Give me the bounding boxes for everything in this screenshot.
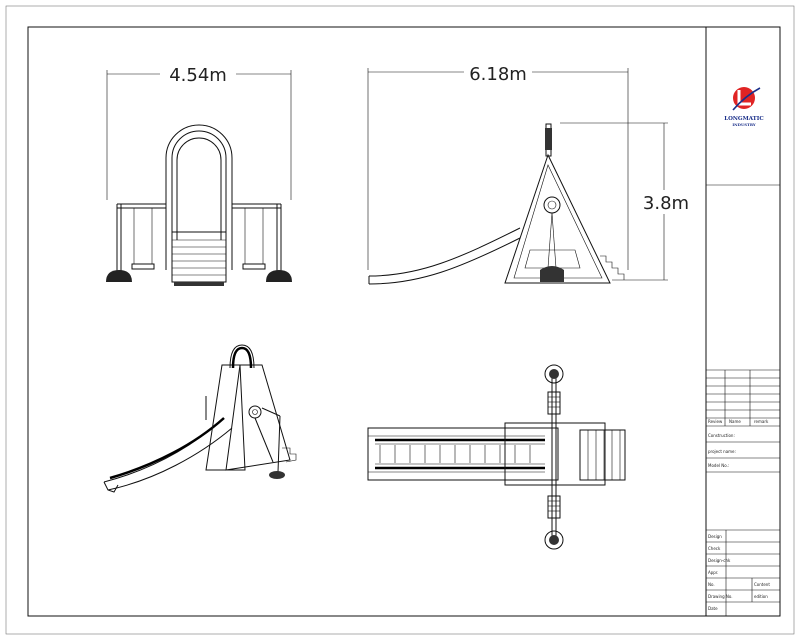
sign-design-check-label: Design-chk xyxy=(708,558,731,563)
top-stair-steps xyxy=(587,430,621,480)
sign-check-label: Check xyxy=(708,546,721,551)
front-width-label: 4.54m xyxy=(169,65,227,86)
side-height-label: 3.8m xyxy=(643,193,689,214)
perspective-view xyxy=(103,344,297,493)
rev-header-name: Name xyxy=(729,419,741,424)
top-slide-ribbing xyxy=(379,445,531,463)
model-no-label: Model No.: xyxy=(708,463,729,468)
front-view: 4.54m xyxy=(106,65,292,286)
side-length-dimension: 6.18m xyxy=(367,64,629,270)
top-slide-tracks xyxy=(375,438,545,470)
company-subtitle: INDUSTRY xyxy=(732,122,755,127)
outer-border xyxy=(5,5,795,635)
top-swing-seat-upper xyxy=(547,391,561,415)
side-length-label: 6.18m xyxy=(469,64,527,85)
project-info: Construction: project name: Model No.: xyxy=(706,433,780,473)
drawing-frame xyxy=(27,26,781,617)
rev-header-review: Review xyxy=(708,419,723,424)
side-height-dimension: 3.8m xyxy=(560,122,689,281)
sign-content-label: Content xyxy=(754,582,770,587)
sign-approve-label: Appr. xyxy=(708,570,718,575)
top-view xyxy=(367,364,626,550)
top-swing-seat-lower xyxy=(547,495,561,519)
construction-label: Construction: xyxy=(708,433,735,438)
sign-design-label: Design xyxy=(708,534,722,539)
sign-edition-label: edition xyxy=(754,594,768,599)
title-block: LONGMATIC INDUSTRY Review Name remark Co… xyxy=(706,87,780,616)
rev-header-remark: remark xyxy=(754,419,769,424)
front-width-dimension: 4.54m xyxy=(106,65,292,200)
side-view: 6.18m 3.8m xyxy=(367,64,689,285)
sign-date-label: Date xyxy=(708,606,718,611)
sign-off-table: Design Check Design-chk Appr. No. Conten… xyxy=(706,529,780,616)
front-stair-steps xyxy=(172,239,226,276)
sign-drawing-no-label: Drawing No. xyxy=(708,594,733,599)
company-logo: LONGMATIC INDUSTRY xyxy=(724,87,764,127)
company-name: LONGMATIC xyxy=(724,116,764,122)
sign-no-label: No. xyxy=(708,582,715,587)
project-name-label: project name: xyxy=(708,449,736,454)
revision-grid: Review Name remark xyxy=(706,370,780,427)
